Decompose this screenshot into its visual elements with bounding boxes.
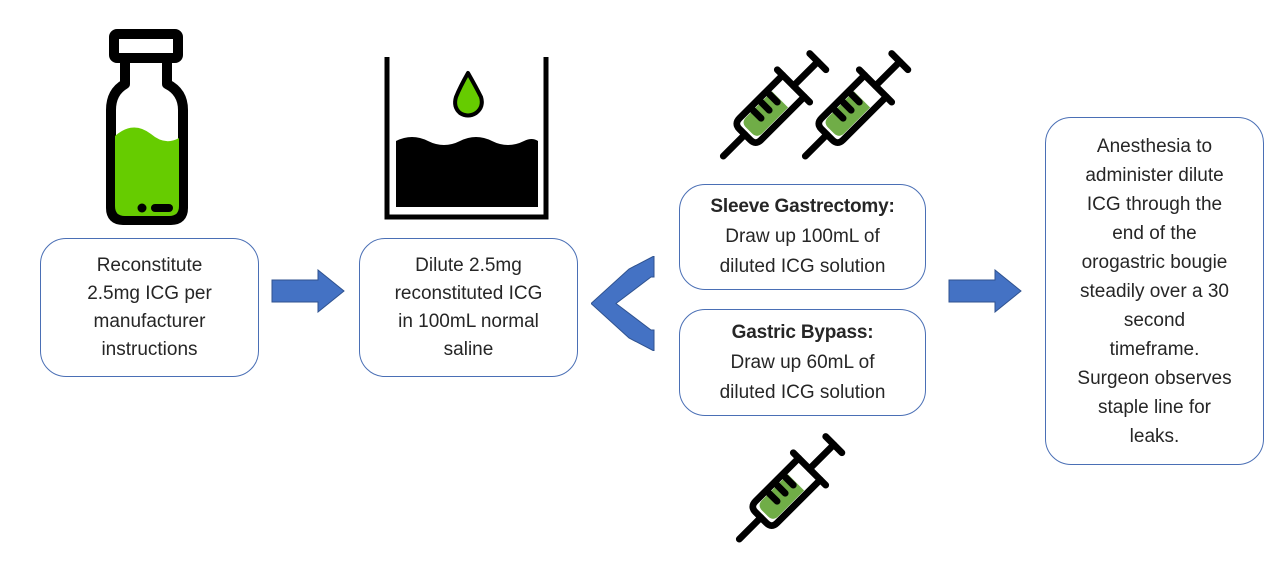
beaker-drop-icon	[384, 57, 549, 220]
step-text-line: timeframe.	[1109, 338, 1200, 360]
step-text-line: in 100mL normal	[398, 310, 539, 332]
step-text-line: end of the	[1112, 222, 1197, 244]
step-text-line: staple line for	[1097, 396, 1211, 418]
step-text-line: leaks.	[1129, 425, 1180, 447]
step-text-line: saline	[443, 338, 494, 360]
step-reconstitute-box: Reconstitute 2.5mg ICG per manufacturer …	[40, 238, 259, 377]
step-text-line: orogastric bougie	[1081, 251, 1228, 273]
step-text-line: instructions	[101, 338, 198, 360]
sleeve-gastrectomy-title: Sleeve Gastrectomy:	[710, 196, 895, 217]
syringe-icon	[719, 50, 830, 160]
step-sleeve-gastrectomy-box: Sleeve Gastrectomy: Draw up 100mL of dil…	[679, 184, 926, 290]
step-text-line: manufacturer	[93, 310, 206, 332]
gastric-bypass-title: Gastric Bypass:	[731, 321, 874, 343]
step-text-line: second	[1123, 309, 1186, 331]
step-text-line: administer dilute	[1085, 164, 1224, 186]
step-text-line: reconstituted ICG	[394, 282, 543, 304]
step-gastric-bypass-box: Gastric Bypass: Draw up 60mL of diluted …	[679, 309, 926, 416]
step-text-line: Dilute 2.5mg	[415, 254, 522, 276]
step-text-line: diluted ICG solution	[719, 256, 886, 277]
split-arrow	[591, 256, 655, 351]
step-text-line: 2.5mg ICG per	[87, 282, 212, 304]
step-anesthesia-box: Anesthesia to administer dilute ICG thro…	[1045, 117, 1264, 465]
step-text-line: Draw up 100mL of	[725, 226, 880, 247]
step-text-line: ICG through the	[1086, 193, 1223, 215]
step-dilute-box: Dilute 2.5mg reconstituted ICG in 100mL …	[359, 238, 578, 377]
step-text-line: Surgeon observes	[1077, 367, 1232, 389]
step-text-line: Anesthesia to	[1096, 135, 1213, 157]
step-text-line: steadily over a 30	[1080, 280, 1229, 302]
step-text-line: diluted ICG solution	[719, 381, 886, 403]
step-text-line: Reconstitute	[96, 254, 203, 276]
right-arrow	[271, 269, 345, 313]
syringe-icon	[801, 50, 912, 160]
right-arrow	[948, 269, 1022, 313]
syringe-icon	[735, 433, 846, 543]
step-text-line: Draw up 60mL of	[730, 351, 875, 373]
vial-icon	[106, 29, 188, 225]
